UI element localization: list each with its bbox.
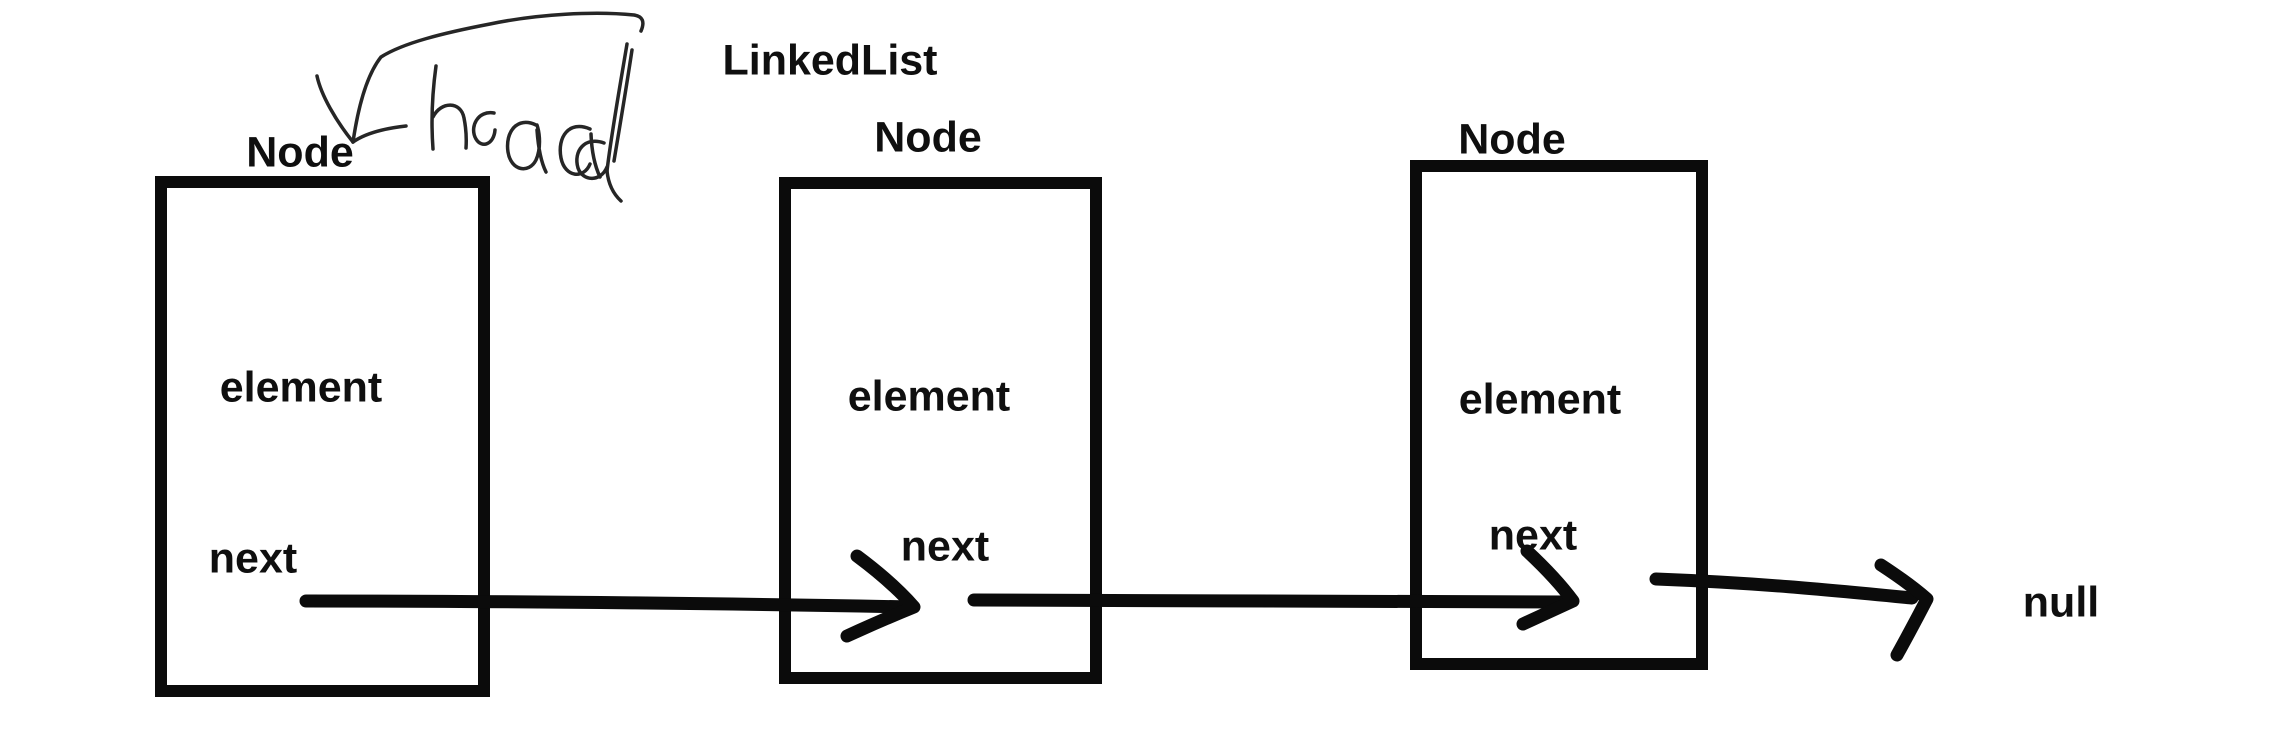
arrowhead-icon [840, 549, 921, 643]
node-box-3 [1410, 160, 1708, 670]
head-letter-d-tail [605, 169, 623, 203]
next-field: next [900, 522, 990, 571]
node-title: Node [1458, 115, 1566, 164]
element-field: element [219, 363, 383, 412]
head-letter-h [430, 64, 468, 151]
head-arrowhead-icon [351, 124, 408, 144]
head-letter-e [471, 111, 497, 146]
next-field: next [208, 534, 298, 583]
null-terminator-label: null [2022, 578, 2100, 627]
head-letter-d-stem [605, 42, 634, 173]
head-letter-a [505, 120, 548, 174]
element-field: element [847, 372, 1011, 421]
arrowhead-icon [1874, 558, 1934, 662]
next-field: next [1488, 511, 1578, 560]
node-title: Node [246, 128, 354, 177]
arrowhead-icon [1516, 544, 1580, 631]
node-box-2 [779, 177, 1102, 684]
next-pointer-arrow-1 [299, 549, 921, 643]
next-pointer-arrow-2 [967, 544, 1580, 631]
head-arrowhead-icon [315, 74, 355, 144]
diagram-title: LinkedList [722, 36, 938, 85]
next-pointer-arrow-3 [1649, 558, 1934, 662]
node-title: Node [874, 113, 982, 162]
element-field: element [1458, 375, 1622, 424]
head-annotation-scribble: head [315, 11, 645, 203]
node-box-1 [155, 176, 490, 697]
head-arrow-shaft [351, 11, 645, 144]
head-letter-d [575, 139, 609, 181]
